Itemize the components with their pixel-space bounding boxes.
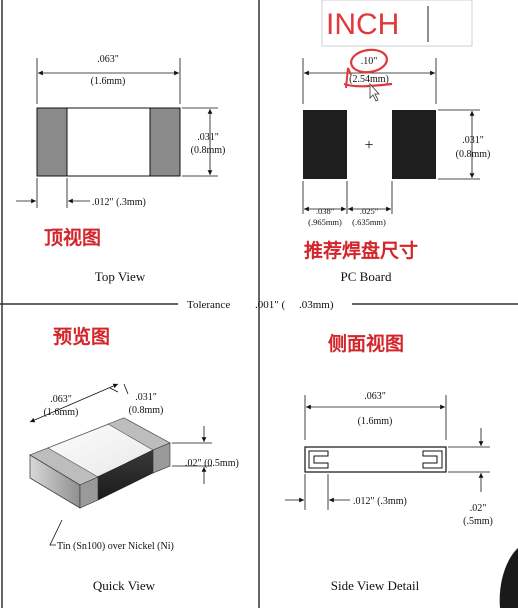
top-view-width-mm-label: (1.6mm) <box>91 76 126 87</box>
pc-board-left-pad <box>303 110 347 179</box>
pc-board-right-pad <box>392 110 436 179</box>
inch-annotation-box <box>321 0 473 47</box>
top-view-terminal-label: .012" (.3mm) <box>92 197 146 208</box>
chip-side-left-terminal <box>79 476 99 509</box>
tolerance-label: Tolerance <box>187 299 230 311</box>
pc-board-pad-label: .038" <box>316 206 334 216</box>
pc-board-height-mm-label: (0.8mm) <box>456 149 491 160</box>
quick-view-thickness-label: .02" (0.5mm) <box>185 458 239 469</box>
top-view-caption: Top View <box>95 269 146 284</box>
top-view-right-terminal <box>149 107 181 177</box>
top-view-height-label: .031" <box>197 132 219 143</box>
center-mark: + <box>364 137 373 154</box>
side-view-thickness-label: .02" <box>470 503 487 514</box>
side-view-right-terminal <box>422 450 443 469</box>
quick-view-width-label: .031" <box>135 392 157 403</box>
pc-board-label-cn: 推荐焊盘尺寸 <box>304 239 418 262</box>
side-view-label-cn: 侧面视图 <box>328 332 404 355</box>
top-view-height-mm-label: (0.8mm) <box>191 145 226 156</box>
pc-board-caption: PC Board <box>341 269 392 284</box>
side-view-caption: Side View Detail <box>331 578 420 593</box>
quick-view-length-label: .063" <box>50 394 72 405</box>
pc-board-view: INCH .10" (2.54mm) + .031" (0.8mm) .038"… <box>302 0 491 284</box>
tolerance-value: .001" ( <box>255 299 285 311</box>
side-view-left-terminal <box>308 450 329 469</box>
chip-side-right-terminal <box>152 442 171 474</box>
red-arrow-mark <box>345 67 352 89</box>
pc-board-pad-mm-label: (.965mm) <box>308 217 342 227</box>
pc-board-gap-mm-label: (.635mm) <box>352 217 386 227</box>
side-view-thickness-mm-label: (.5mm) <box>463 516 493 527</box>
top-view-left-terminal <box>36 107 68 177</box>
quick-view-caption: Quick View <box>93 578 156 593</box>
quick-view-note: Tin (Sn100) over Nickel (Ni) <box>57 541 174 552</box>
side-view-width-mm-label: (1.6mm) <box>358 416 393 427</box>
pc-board-width-mm-label: (2.54mm) <box>349 74 389 85</box>
pc-board-width-label: .10" <box>361 56 378 67</box>
top-view-label-cn: 顶视图 <box>44 226 101 249</box>
side-view: 侧面视图 .063" (1.6mm) .02" (.5mm) .012" (.3… <box>285 332 493 593</box>
tolerance-note: Tolerance .001" ( .03mm) <box>187 299 334 311</box>
mouse-cursor-icon <box>369 82 380 102</box>
tolerance-value-mm: .03mm) <box>299 299 334 311</box>
quick-view-width-mm-label: (0.8mm) <box>129 405 164 416</box>
side-view-terminal-label: .012" (.3mm) <box>353 496 407 507</box>
presenter-silhouette <box>499 548 518 608</box>
pc-board-gap-label: .025" <box>360 206 378 216</box>
top-view-width-label: .063" <box>97 54 119 65</box>
pc-board-height-label: .031" <box>462 135 484 146</box>
quick-view-label-cn: 预览图 <box>53 325 110 348</box>
top-view: .063" (1.6mm) .031" (0.8mm) .012" (.3mm)… <box>16 54 225 284</box>
red-circle-mark <box>350 48 388 74</box>
inch-annotation: INCH <box>326 8 399 41</box>
side-view-width-label: .063" <box>364 391 386 402</box>
quick-view: 预览图 .063" (1.6mm) .031" (0.8mm) .02" (0.… <box>29 325 239 593</box>
